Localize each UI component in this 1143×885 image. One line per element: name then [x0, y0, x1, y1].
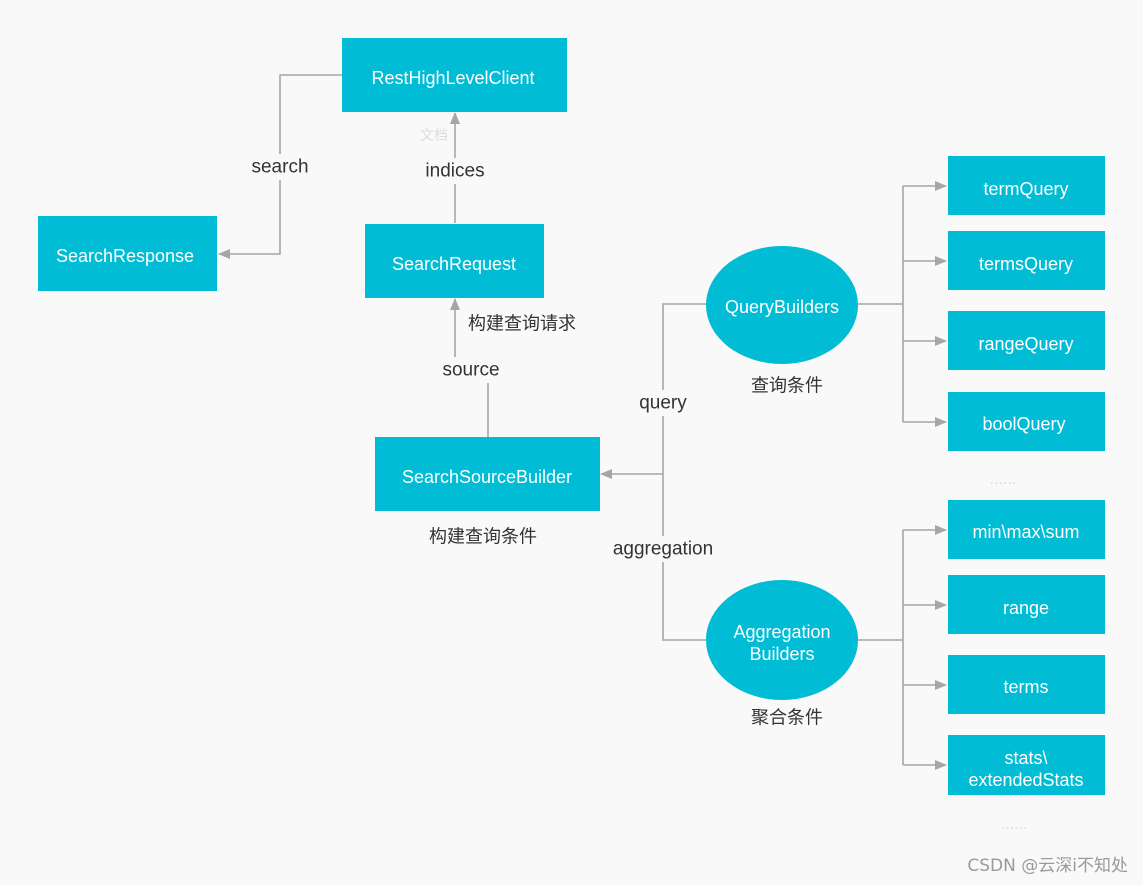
node-terms-query: termsQuery [948, 231, 1105, 290]
aggregation-edge-label: aggregation [613, 539, 713, 560]
svg-text:rangeQuery: rangeQuery [978, 334, 1073, 354]
build-request-caption: 构建查询请求 [468, 314, 576, 335]
svg-text:range: range [1003, 598, 1049, 618]
svg-text:terms: terms [1004, 677, 1049, 697]
svg-text:Builders: Builders [749, 644, 814, 664]
faint-partial-label: 文档 [420, 128, 448, 144]
node-range-query: rangeQuery [948, 311, 1105, 370]
node-query-builders: QueryBuilders [706, 246, 858, 364]
node-terms-aggregation: terms [948, 655, 1105, 714]
node-rest-high-level-client: RestHighLevelClient [342, 38, 567, 112]
query-connector [662, 303, 707, 474]
svg-text:termQuery: termQuery [983, 179, 1068, 199]
node-search-source-builder: SearchSourceBuilder [375, 437, 600, 511]
svg-text:SearchRequest: SearchRequest [392, 254, 516, 274]
node-min-max-sum: min\max\sum [948, 500, 1105, 559]
aggregation-connector [662, 474, 707, 641]
aggregation-conditions-caption: 聚合条件 [751, 708, 823, 729]
svg-text:QueryBuilders: QueryBuilders [725, 297, 839, 317]
more-queries-ellipsis: ...... [990, 472, 1017, 488]
build-conditions-caption: 构建查询条件 [429, 527, 537, 548]
node-range-aggregation: range [948, 575, 1105, 634]
svg-text:SearchResponse: SearchResponse [56, 246, 194, 266]
svg-text:SearchSourceBuilder: SearchSourceBuilder [402, 467, 572, 487]
search-edge-label: search [251, 157, 308, 178]
node-aggregation-builders: Aggregation Builders [706, 580, 858, 700]
csdn-watermark: CSDN @云深i不知处 [967, 856, 1128, 876]
svg-text:Aggregation: Aggregation [733, 622, 830, 642]
svg-text:extendedStats: extendedStats [968, 770, 1083, 790]
edges [218, 74, 947, 770]
source-edge-label: source [442, 360, 499, 381]
query-edge-label: query [639, 393, 687, 414]
svg-text:stats\: stats\ [1004, 748, 1047, 768]
svg-text:boolQuery: boolQuery [982, 414, 1065, 434]
node-stats-extended-stats: stats\ extendedStats [948, 735, 1105, 795]
svg-text:RestHighLevelClient: RestHighLevelClient [371, 68, 534, 88]
query-conditions-caption: 查询条件 [751, 376, 823, 397]
svg-text:termsQuery: termsQuery [979, 254, 1073, 274]
more-aggregations-ellipsis: ...... [1001, 817, 1028, 833]
indices-edge-label: indices [425, 161, 484, 182]
node-search-response: SearchResponse [38, 216, 217, 291]
aggregation-fanout [858, 530, 904, 765]
svg-text:min\max\sum: min\max\sum [972, 522, 1079, 542]
node-search-request: SearchRequest [365, 224, 544, 298]
node-bool-query: boolQuery [948, 392, 1105, 451]
query-fanout [858, 186, 904, 422]
edge-labels: search 文档 indices source query aggregati… [248, 128, 723, 562]
node-term-query: termQuery [948, 156, 1105, 215]
